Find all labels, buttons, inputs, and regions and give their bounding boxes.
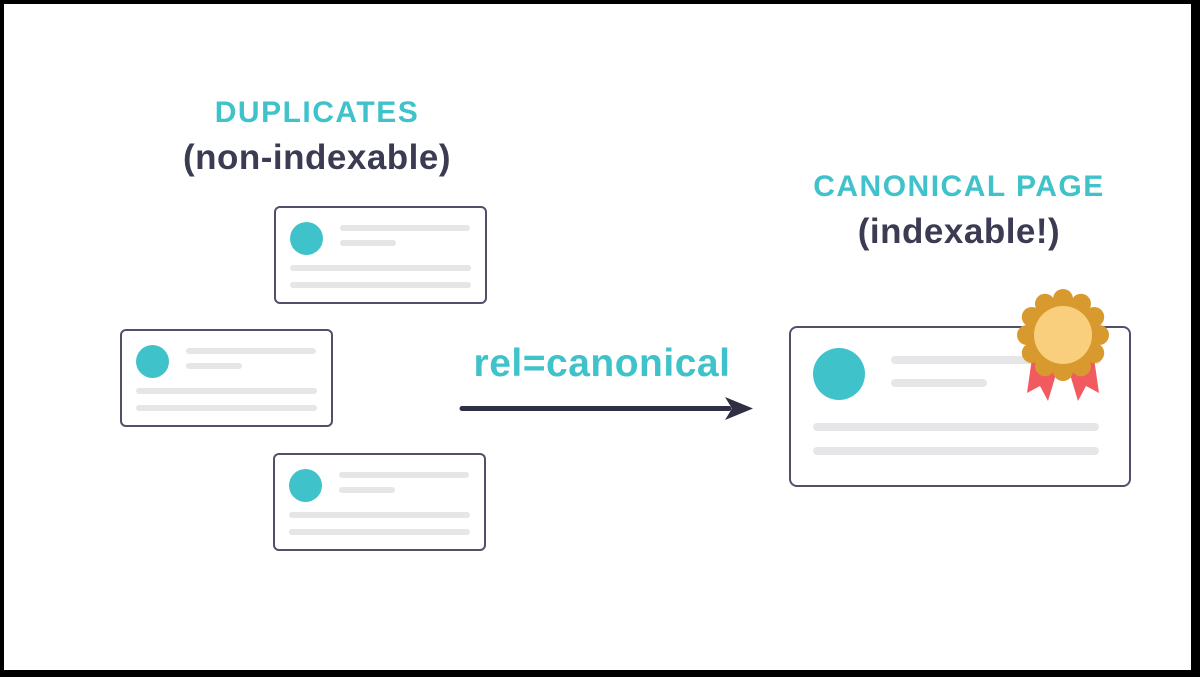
duplicate-page-card bbox=[274, 206, 487, 304]
duplicates-subtitle: (non-indexable) bbox=[182, 138, 452, 177]
placeholder-line bbox=[340, 240, 396, 246]
placeholder-line bbox=[136, 405, 317, 411]
page-avatar-dot-icon bbox=[289, 469, 322, 502]
placeholder-line bbox=[289, 512, 470, 518]
page-avatar-dot-icon bbox=[290, 222, 323, 255]
canonical-title: CANONICAL PAGE bbox=[813, 170, 1105, 203]
canonical-subtitle: (indexable!) bbox=[857, 212, 1061, 251]
page-avatar-dot-icon bbox=[813, 348, 865, 400]
placeholder-line bbox=[290, 265, 471, 271]
placeholder-line bbox=[891, 356, 1101, 364]
placeholder-line bbox=[136, 388, 317, 394]
placeholder-line bbox=[186, 363, 242, 369]
duplicate-page-card bbox=[120, 329, 333, 427]
placeholder-line bbox=[339, 487, 395, 493]
placeholder-line bbox=[813, 447, 1099, 455]
placeholder-line bbox=[186, 348, 316, 354]
arrow-right-icon bbox=[459, 397, 753, 420]
award-ribbon-icon bbox=[1017, 289, 1109, 401]
placeholder-line bbox=[340, 225, 470, 231]
duplicate-page-card bbox=[273, 453, 486, 551]
placeholder-line bbox=[339, 472, 469, 478]
duplicates-title: DUPLICATES bbox=[214, 96, 420, 129]
placeholder-line bbox=[813, 423, 1099, 431]
placeholder-line bbox=[289, 529, 470, 535]
placeholder-line bbox=[290, 282, 471, 288]
rel-canonical-label: rel=canonical bbox=[473, 342, 731, 385]
page-avatar-dot-icon bbox=[136, 345, 169, 378]
placeholder-line bbox=[891, 379, 987, 387]
